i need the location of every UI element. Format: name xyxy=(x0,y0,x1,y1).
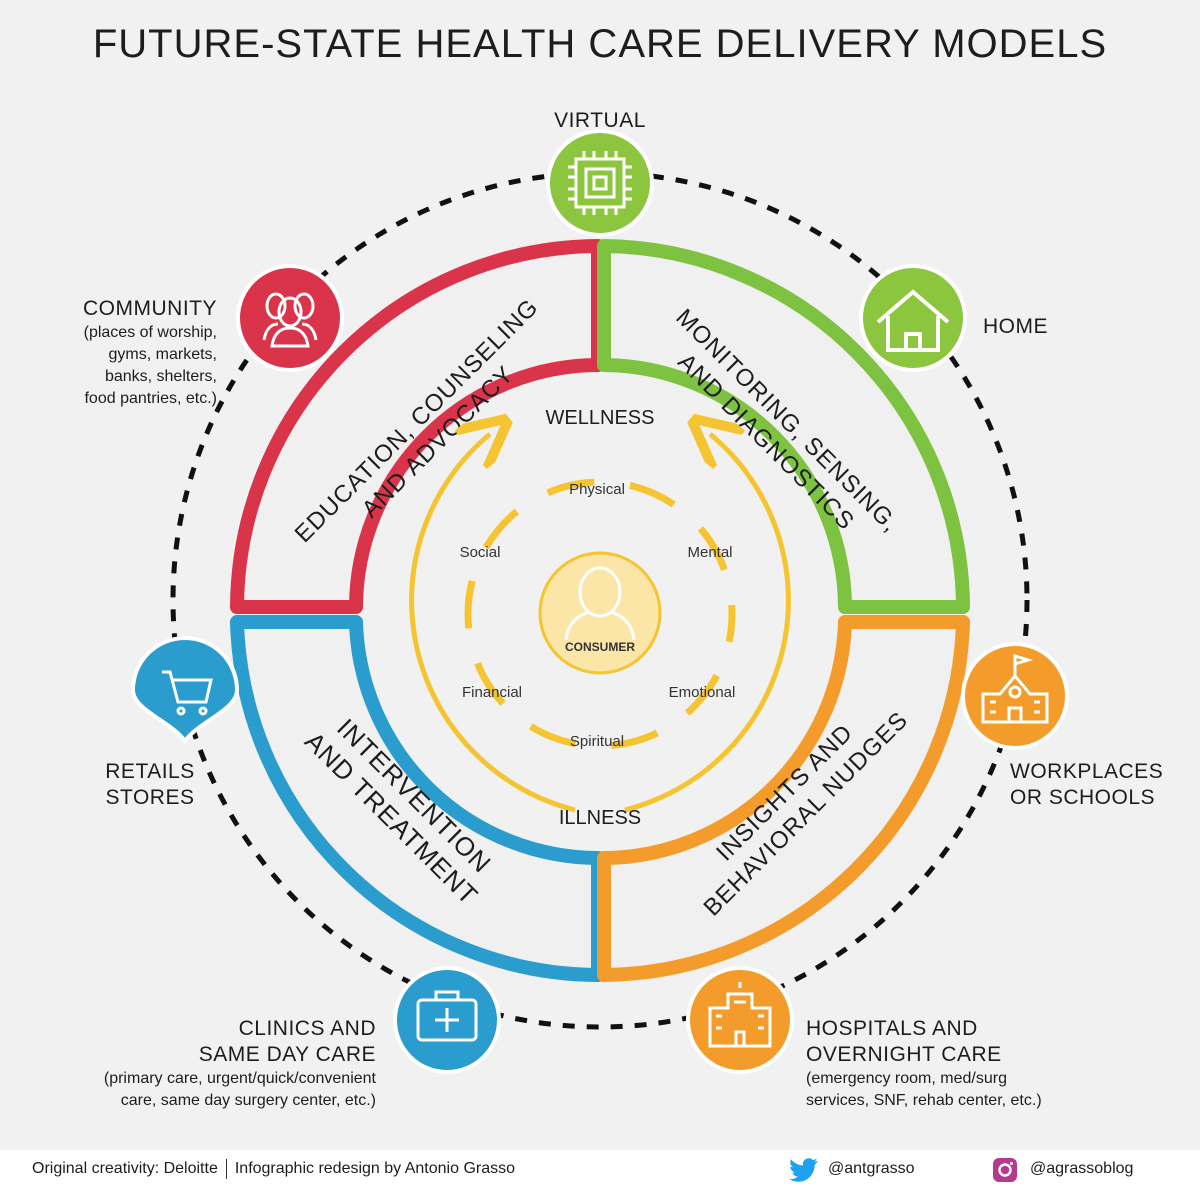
twitter-handle[interactable]: @antgrasso xyxy=(828,1160,915,1177)
clinics-detail-2: care, same day surgery center, etc.) xyxy=(120,1092,376,1109)
community-detail-3: banks, shelters, xyxy=(104,368,217,385)
hospitals-label-block: HOSPITALS AND OVERNIGHT CARE (emergency … xyxy=(806,1016,1186,1112)
retail-node xyxy=(130,636,240,745)
workplaces-label-1: WORKPLACES xyxy=(1010,760,1164,783)
hospital-icon xyxy=(708,982,772,1048)
clinics-label-2: SAME DAY CARE xyxy=(198,1043,376,1066)
community-node xyxy=(236,264,344,372)
workplaces-label-block: WORKPLACES OR SCHOOLS xyxy=(1010,759,1195,811)
wellness-label: WELLNESS xyxy=(546,407,655,429)
community-detail-2: gyms, markets, xyxy=(108,346,217,363)
retail-label-2: STORES xyxy=(105,786,195,809)
dimension-spiritual: Spiritual xyxy=(570,733,624,750)
dimension-mental: Mental xyxy=(687,544,732,561)
cart-icon xyxy=(162,670,213,716)
wellness-arrow-right xyxy=(624,434,791,813)
community-label: COMMUNITY xyxy=(83,297,217,320)
home-node xyxy=(859,264,967,372)
retail-label-block: RETAILS STORES xyxy=(60,759,240,811)
credits: Original creativity: Deloitte Infographic… xyxy=(32,1158,515,1180)
retail-label-1: RETAILS xyxy=(105,760,195,783)
quadrant-intervention-shape xyxy=(230,615,605,982)
virtual-node xyxy=(546,129,654,237)
workplaces-label-2: OR SCHOOLS xyxy=(1010,786,1156,809)
virtual-label: VIRTUAL xyxy=(554,109,646,132)
consumer-badge: CONSUMER xyxy=(538,551,662,675)
wellness-arrow-left xyxy=(409,434,576,813)
twitter-icon[interactable] xyxy=(790,1158,820,1182)
credit-divider xyxy=(225,1158,227,1179)
quadrant-education-shape xyxy=(230,239,605,614)
workplaces-node xyxy=(961,642,1069,750)
consumer-person-icon xyxy=(564,566,636,641)
house-icon xyxy=(876,289,950,352)
school-icon xyxy=(981,653,1049,724)
credit-redesign: Infographic redesign by Antonio Grasso xyxy=(234,1160,516,1177)
consumer-label: CONSUMER xyxy=(565,640,635,654)
credit-original: Original creativity: Deloitte xyxy=(32,1160,218,1177)
clinics-detail-1: (primary care, urgent/quick/convenient xyxy=(103,1070,376,1087)
dimension-emotional: Emotional xyxy=(669,684,736,701)
illness-label: ILLNESS xyxy=(559,807,641,829)
page-title: FUTURE-STATE HEALTH CARE DELIVERY MODELS xyxy=(92,22,1108,66)
clinics-label-block: CLINICS AND SAME DAY CARE (primary care,… xyxy=(16,1016,376,1112)
chip-icon xyxy=(568,151,632,215)
clinics-node xyxy=(393,966,501,1074)
dimension-social: Social xyxy=(460,544,501,561)
dimension-financial: Financial xyxy=(462,684,522,701)
dimension-physical: Physical xyxy=(569,481,625,498)
community-label-block: COMMUNITY (places of worship, gyms, mark… xyxy=(20,296,217,410)
hospitals-label-1: HOSPITALS AND xyxy=(806,1017,978,1040)
dimension-ring xyxy=(464,478,736,750)
quadrant-monitoring-shape xyxy=(597,239,970,614)
home-label: HOME xyxy=(983,315,1048,338)
instagram-handle[interactable]: @agrassoblog xyxy=(1030,1160,1134,1177)
medical-kit-icon xyxy=(416,990,478,1042)
community-detail-1: (places of worship, xyxy=(83,324,217,341)
quadrant-insights-shape xyxy=(597,615,970,982)
instagram-icon[interactable] xyxy=(992,1157,1018,1183)
community-detail-4: food pantries, etc.) xyxy=(84,390,217,407)
hospitals-label-2: OVERNIGHT CARE xyxy=(806,1043,1002,1066)
hospitals-detail-1: (emergency room, med/surg xyxy=(806,1070,1007,1087)
hospitals-node xyxy=(686,966,794,1074)
people-icon xyxy=(262,292,318,348)
hospitals-detail-2: services, SNF, rehab center, etc.) xyxy=(806,1092,1042,1109)
clinics-label-1: CLINICS AND xyxy=(238,1017,376,1040)
outer-dashed-ring xyxy=(170,170,1030,1030)
